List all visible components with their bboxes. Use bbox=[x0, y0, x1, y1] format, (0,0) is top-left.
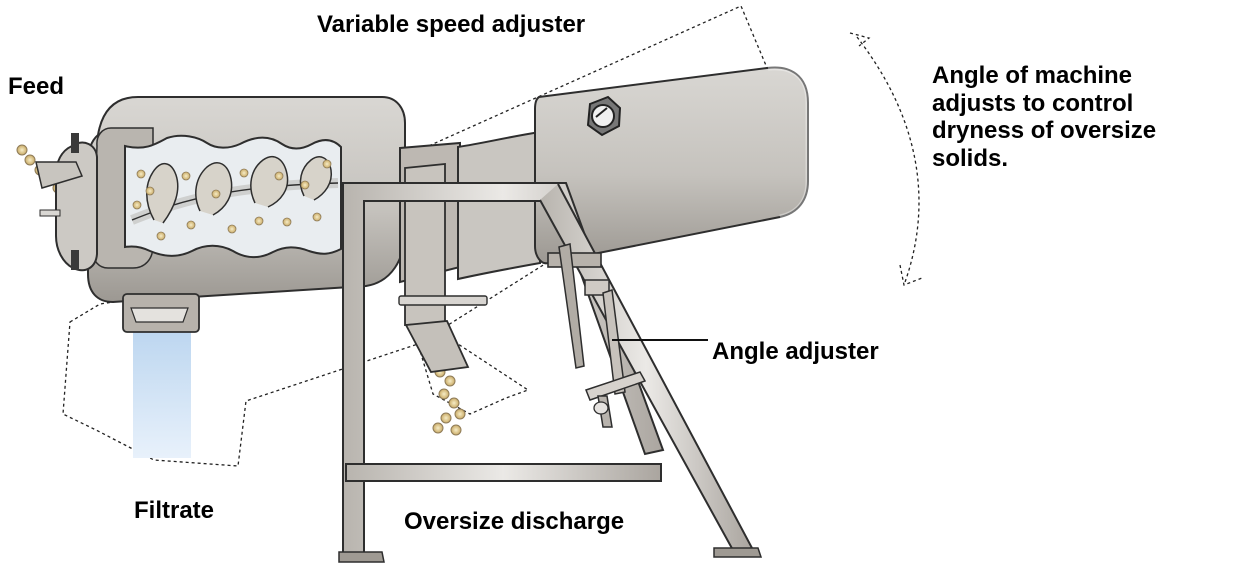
angle-of-machine-note: Angle of machine adjusts to control dryn… bbox=[932, 62, 1232, 172]
angle-note-line-4: solids. bbox=[932, 144, 1009, 172]
screen-window bbox=[124, 134, 342, 259]
angle-arrow-arc bbox=[856, 36, 920, 286]
angle-arrow-top-head bbox=[849, 32, 871, 47]
feed-label: Feed bbox=[8, 73, 65, 100]
oversize-particles bbox=[432, 366, 466, 436]
angle-note-line-3: dryness of oversize bbox=[932, 117, 1157, 145]
angle-adjuster-mechanism bbox=[547, 243, 647, 428]
variable-speed-knob-icon bbox=[586, 95, 622, 137]
angle-adjuster-label: Angle adjuster bbox=[712, 338, 879, 365]
angle-note-line-2: adjusts to control bbox=[932, 89, 1134, 117]
drive-housing bbox=[534, 65, 811, 265]
filtrate-label: Filtrate bbox=[134, 497, 215, 524]
variable-speed-adjuster-label: Variable speed adjuster bbox=[317, 11, 586, 38]
angle-arrow-bottom-head bbox=[899, 264, 923, 286]
filtrate-stream bbox=[133, 320, 191, 458]
support-frame bbox=[338, 182, 763, 563]
middle-assembly bbox=[398, 130, 541, 373]
oversize-discharge-label: Oversize discharge bbox=[404, 508, 625, 535]
screen-particles bbox=[132, 159, 332, 241]
angle-note-line-1: Angle of machine bbox=[932, 62, 1133, 89]
